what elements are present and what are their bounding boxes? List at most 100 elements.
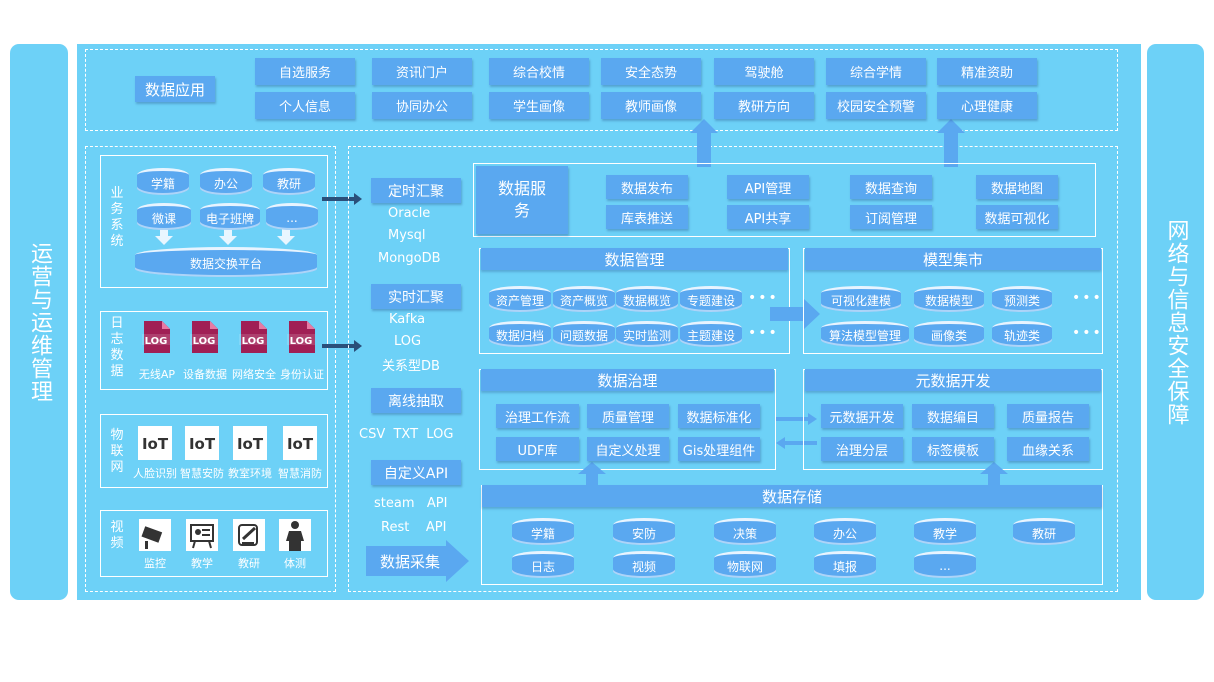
app-item-button[interactable]: 精准资助: [937, 58, 1037, 85]
metadata-item-button[interactable]: 质量报告: [1007, 404, 1089, 428]
up-arrow: [578, 462, 606, 486]
log-item-label: 网络安全: [232, 368, 276, 381]
model-item[interactable]: 画像类: [914, 321, 984, 347]
app-item-button[interactable]: 个人信息: [255, 92, 355, 119]
iot-icon: IoT: [233, 426, 267, 460]
svg-text:IoT: IoT: [189, 435, 216, 453]
data-service-box: [473, 163, 1096, 237]
mgmt-item[interactable]: 数据归档: [489, 321, 551, 347]
model-item[interactable]: 轨迹类: [992, 321, 1052, 347]
up-arrow: [690, 119, 718, 167]
model-item[interactable]: 可视化建模: [821, 286, 901, 312]
sched-item: Oracle: [388, 206, 431, 221]
service-item-button[interactable]: 订阅管理: [850, 205, 932, 229]
storage-cylinder: ...: [914, 551, 976, 578]
more-dots: •••: [1072, 325, 1103, 341]
mgmt-to-model-arrow: [770, 299, 820, 329]
model-item[interactable]: 预测类: [992, 286, 1052, 312]
realtime-item: 关系型DB: [382, 359, 440, 374]
log-data-label: 日志数据: [110, 316, 124, 379]
governance-item-button[interactable]: 质量管理: [587, 404, 669, 428]
mgmt-item[interactable]: 资产概览: [553, 286, 615, 312]
api-item: Rest API: [381, 520, 447, 535]
left-bar-ops-management: 运营与运维管理: [10, 44, 68, 600]
realtime-item: LOG: [394, 334, 422, 349]
app-item-button[interactable]: 教师画像: [601, 92, 701, 119]
app-item-button[interactable]: 协同办公: [372, 92, 472, 119]
collect-title: 数据采集: [380, 553, 441, 571]
offline-extract: 离线抽取: [371, 388, 461, 413]
mgmt-item[interactable]: 专题建设: [680, 286, 742, 312]
more-dots: •••: [748, 325, 779, 341]
data-service-title: 数据服务: [476, 166, 568, 234]
log-data-box: [100, 311, 328, 390]
iot-label: 物联网: [110, 428, 124, 475]
mgmt-item[interactable]: 数据概览: [616, 286, 678, 312]
app-item-button[interactable]: 安全态势: [601, 58, 701, 85]
service-item-button[interactable]: 数据查询: [850, 175, 932, 199]
mgmt-item[interactable]: 实时监测: [616, 321, 678, 347]
metadata-item-button[interactable]: 数据编目: [912, 404, 994, 428]
governance-item-button[interactable]: Gis处理组件: [678, 437, 760, 461]
governance-item-button[interactable]: 治理工作流: [496, 404, 579, 428]
svg-text:LOG: LOG: [290, 336, 313, 347]
service-item-button[interactable]: API共享: [727, 205, 809, 229]
metadata-item-button[interactable]: 血缘关系: [1007, 437, 1089, 461]
model-item[interactable]: 算法模型管理: [821, 321, 909, 347]
mgmt-item[interactable]: 主题建设: [680, 321, 742, 347]
governance-item-button[interactable]: 自定义处理: [587, 437, 669, 461]
video-box: [100, 510, 328, 577]
metadata-item-button[interactable]: 标签模板: [912, 437, 994, 461]
app-item-button[interactable]: 综合校情: [489, 58, 589, 85]
storage-cylinder: 填报: [814, 551, 876, 578]
up-arrow: [937, 119, 965, 167]
business-systems-label: 业务系统: [110, 186, 124, 249]
service-item-button[interactable]: 数据可视化: [976, 205, 1058, 229]
iot-item-label: 教室环境: [228, 467, 272, 480]
app-item-button[interactable]: 自选服务: [255, 58, 355, 85]
svg-text:LOG: LOG: [242, 336, 265, 347]
service-item-button[interactable]: 库表推送: [606, 205, 688, 229]
model-item[interactable]: 数据模型: [914, 286, 984, 312]
app-item-button[interactable]: 心理健康: [937, 92, 1037, 119]
metadata-item-button[interactable]: 元数据开发: [821, 404, 903, 428]
storage-cylinder: 办公: [814, 518, 876, 545]
right-bar-security: 网络与信息安全保障: [1147, 44, 1204, 600]
service-item-button[interactable]: 数据地图: [976, 175, 1058, 199]
realtime-item: Kafka: [389, 312, 426, 327]
iot-box: [100, 414, 328, 488]
log-item-label: 设备数据: [183, 368, 227, 381]
governance-item-button[interactable]: UDF库: [496, 437, 579, 461]
app-item-button[interactable]: 学生画像: [489, 92, 589, 119]
metadata-item-button[interactable]: 治理分层: [821, 437, 903, 461]
more-dots: •••: [1072, 290, 1103, 306]
more-dots: •••: [748, 290, 779, 306]
business-systems-box: [100, 155, 328, 288]
governance-item-button[interactable]: 数据标准化: [678, 404, 760, 428]
model-market-title: 模型集市: [805, 248, 1101, 270]
storage-cylinder: 决策: [714, 518, 776, 545]
system-cylinder: 学籍: [137, 168, 189, 195]
metadata-dev-title: 元数据开发: [805, 369, 1101, 391]
platform-section: [348, 146, 1118, 592]
mgmt-item[interactable]: 问题数据: [553, 321, 615, 347]
app-item-button[interactable]: 综合学情: [826, 58, 926, 85]
svg-text:IoT: IoT: [237, 435, 264, 453]
data-storage-title: 数据存储: [482, 485, 1102, 507]
iot-icon: IoT: [283, 426, 317, 460]
data-governance-title: 数据治理: [481, 369, 774, 391]
service-item-button[interactable]: API管理: [727, 175, 809, 199]
system-cylinder: 电子班牌: [200, 203, 260, 230]
service-item-button[interactable]: 数据发布: [606, 175, 688, 199]
iot-icon: IoT: [138, 426, 172, 460]
log-item-label: 无线AP: [138, 368, 176, 381]
system-cylinder: 微课: [137, 203, 191, 230]
app-title: 数据应用: [135, 76, 215, 102]
storage-cylinder: 学籍: [512, 518, 574, 545]
source-section: [85, 146, 336, 592]
mgmt-item[interactable]: 资产管理: [489, 286, 551, 312]
app-item-button[interactable]: 驾驶舱: [714, 58, 814, 85]
app-item-button[interactable]: 教研方向: [714, 92, 814, 119]
app-item-button[interactable]: 校园安全预警: [826, 92, 926, 119]
app-item-button[interactable]: 资讯门户: [372, 58, 472, 85]
